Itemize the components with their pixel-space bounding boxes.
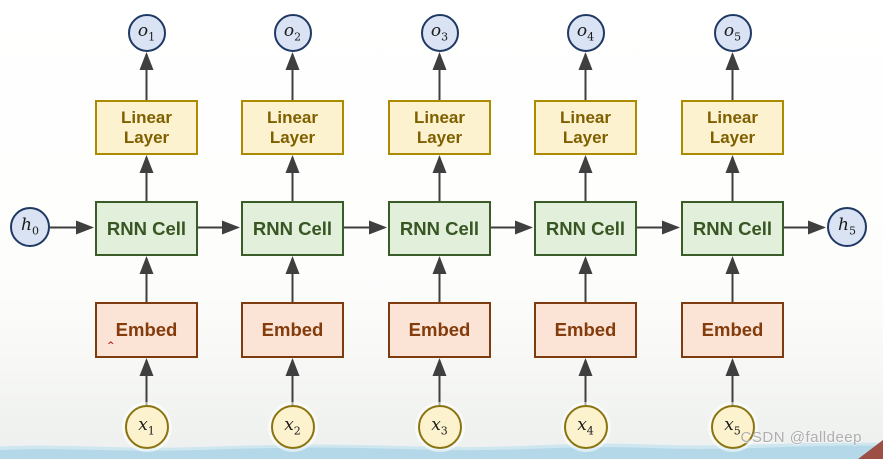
output-o3-node: o3 [420,14,459,52]
embed-label-2: Embed [261,319,324,341]
input-x5-node: x5 [710,405,755,449]
input-x3-node: x3 [417,405,462,449]
output-o4-label: o4 [576,21,595,44]
rnn-cell-label-5: RNN Cell [692,217,773,239]
output-o3-label: o3 [430,21,449,44]
embed-box-1: Embed [95,302,198,358]
input-x1-node: x1 [124,405,169,449]
embed-label-1: Embed [115,319,178,341]
corner-fold-decoration [858,440,883,459]
rnn-column-2: o2 Linear Layer RNN Cell Embed x2 [241,0,344,459]
linear-layer-label-3: Linear Layer [413,107,466,147]
rnn-column-1: o1 Linear Layer RNN Cell Embed x1 [95,0,198,459]
embed-label-5: Embed [701,319,764,341]
input-x5-label: x5 [724,415,741,438]
rnn-cell-box-3: RNN Cell [388,201,491,256]
input-x2-label: x2 [284,415,301,438]
rnn-cell-label-1: RNN Cell [106,217,187,239]
hidden-state-h0-node: h0 [10,207,50,247]
rnn-cell-label-4: RNN Cell [545,217,626,239]
rnn-cell-box-5: RNN Cell [681,201,784,256]
linear-layer-box-1: Linear Layer [95,100,198,155]
embed-label-4: Embed [554,319,617,341]
input-x4-label: x4 [577,415,594,438]
rnn-cell-label-3: RNN Cell [399,217,480,239]
output-o1-label: o1 [137,21,156,44]
output-o2-node: o2 [273,14,312,52]
linear-layer-label-1: Linear Layer [120,107,173,147]
hidden-state-h0-label: h0 [21,215,39,238]
stray-red-caret-mark: ^ [107,341,115,351]
linear-layer-box-2: Linear Layer [241,100,344,155]
embed-label-3: Embed [408,319,471,341]
linear-layer-box-3: Linear Layer [388,100,491,155]
output-o5-node: o5 [713,14,752,52]
hidden-state-h5-label: h5 [838,215,856,238]
output-o1-node: o1 [127,14,166,52]
rnn-column-3: o3 Linear Layer RNN Cell Embed x3 [388,0,491,459]
csdn-watermark: CSDN @falldeep [740,429,862,446]
output-o5-label: o5 [723,21,742,44]
linear-layer-label-2: Linear Layer [266,107,319,147]
input-x4-node: x4 [563,405,608,449]
linear-layer-box-5: Linear Layer [681,100,784,155]
input-x2-node: x2 [270,405,315,449]
rnn-column-5: o5 Linear Layer RNN Cell Embed x5 [681,0,784,459]
output-o2-label: o2 [283,21,302,44]
rnn-cell-label-2: RNN Cell [252,217,333,239]
hidden-state-h5-node: h5 [827,207,867,247]
embed-box-3: Embed [388,302,491,358]
linear-layer-box-4: Linear Layer [534,100,637,155]
embed-box-4: Embed [534,302,637,358]
rnn-cell-box-1: RNN Cell [95,201,198,256]
rnn-cell-box-4: RNN Cell [534,201,637,256]
rnn-column-4: o4 Linear Layer RNN Cell Embed x4 [534,0,637,459]
embed-box-2: Embed [241,302,344,358]
input-x1-label: x1 [138,415,155,438]
rnn-cell-box-2: RNN Cell [241,201,344,256]
linear-layer-label-4: Linear Layer [559,107,612,147]
linear-layer-label-5: Linear Layer [706,107,759,147]
output-o4-node: o4 [566,14,605,52]
embed-box-5: Embed [681,302,784,358]
wave-band [0,445,883,459]
input-x3-label: x3 [431,415,448,438]
